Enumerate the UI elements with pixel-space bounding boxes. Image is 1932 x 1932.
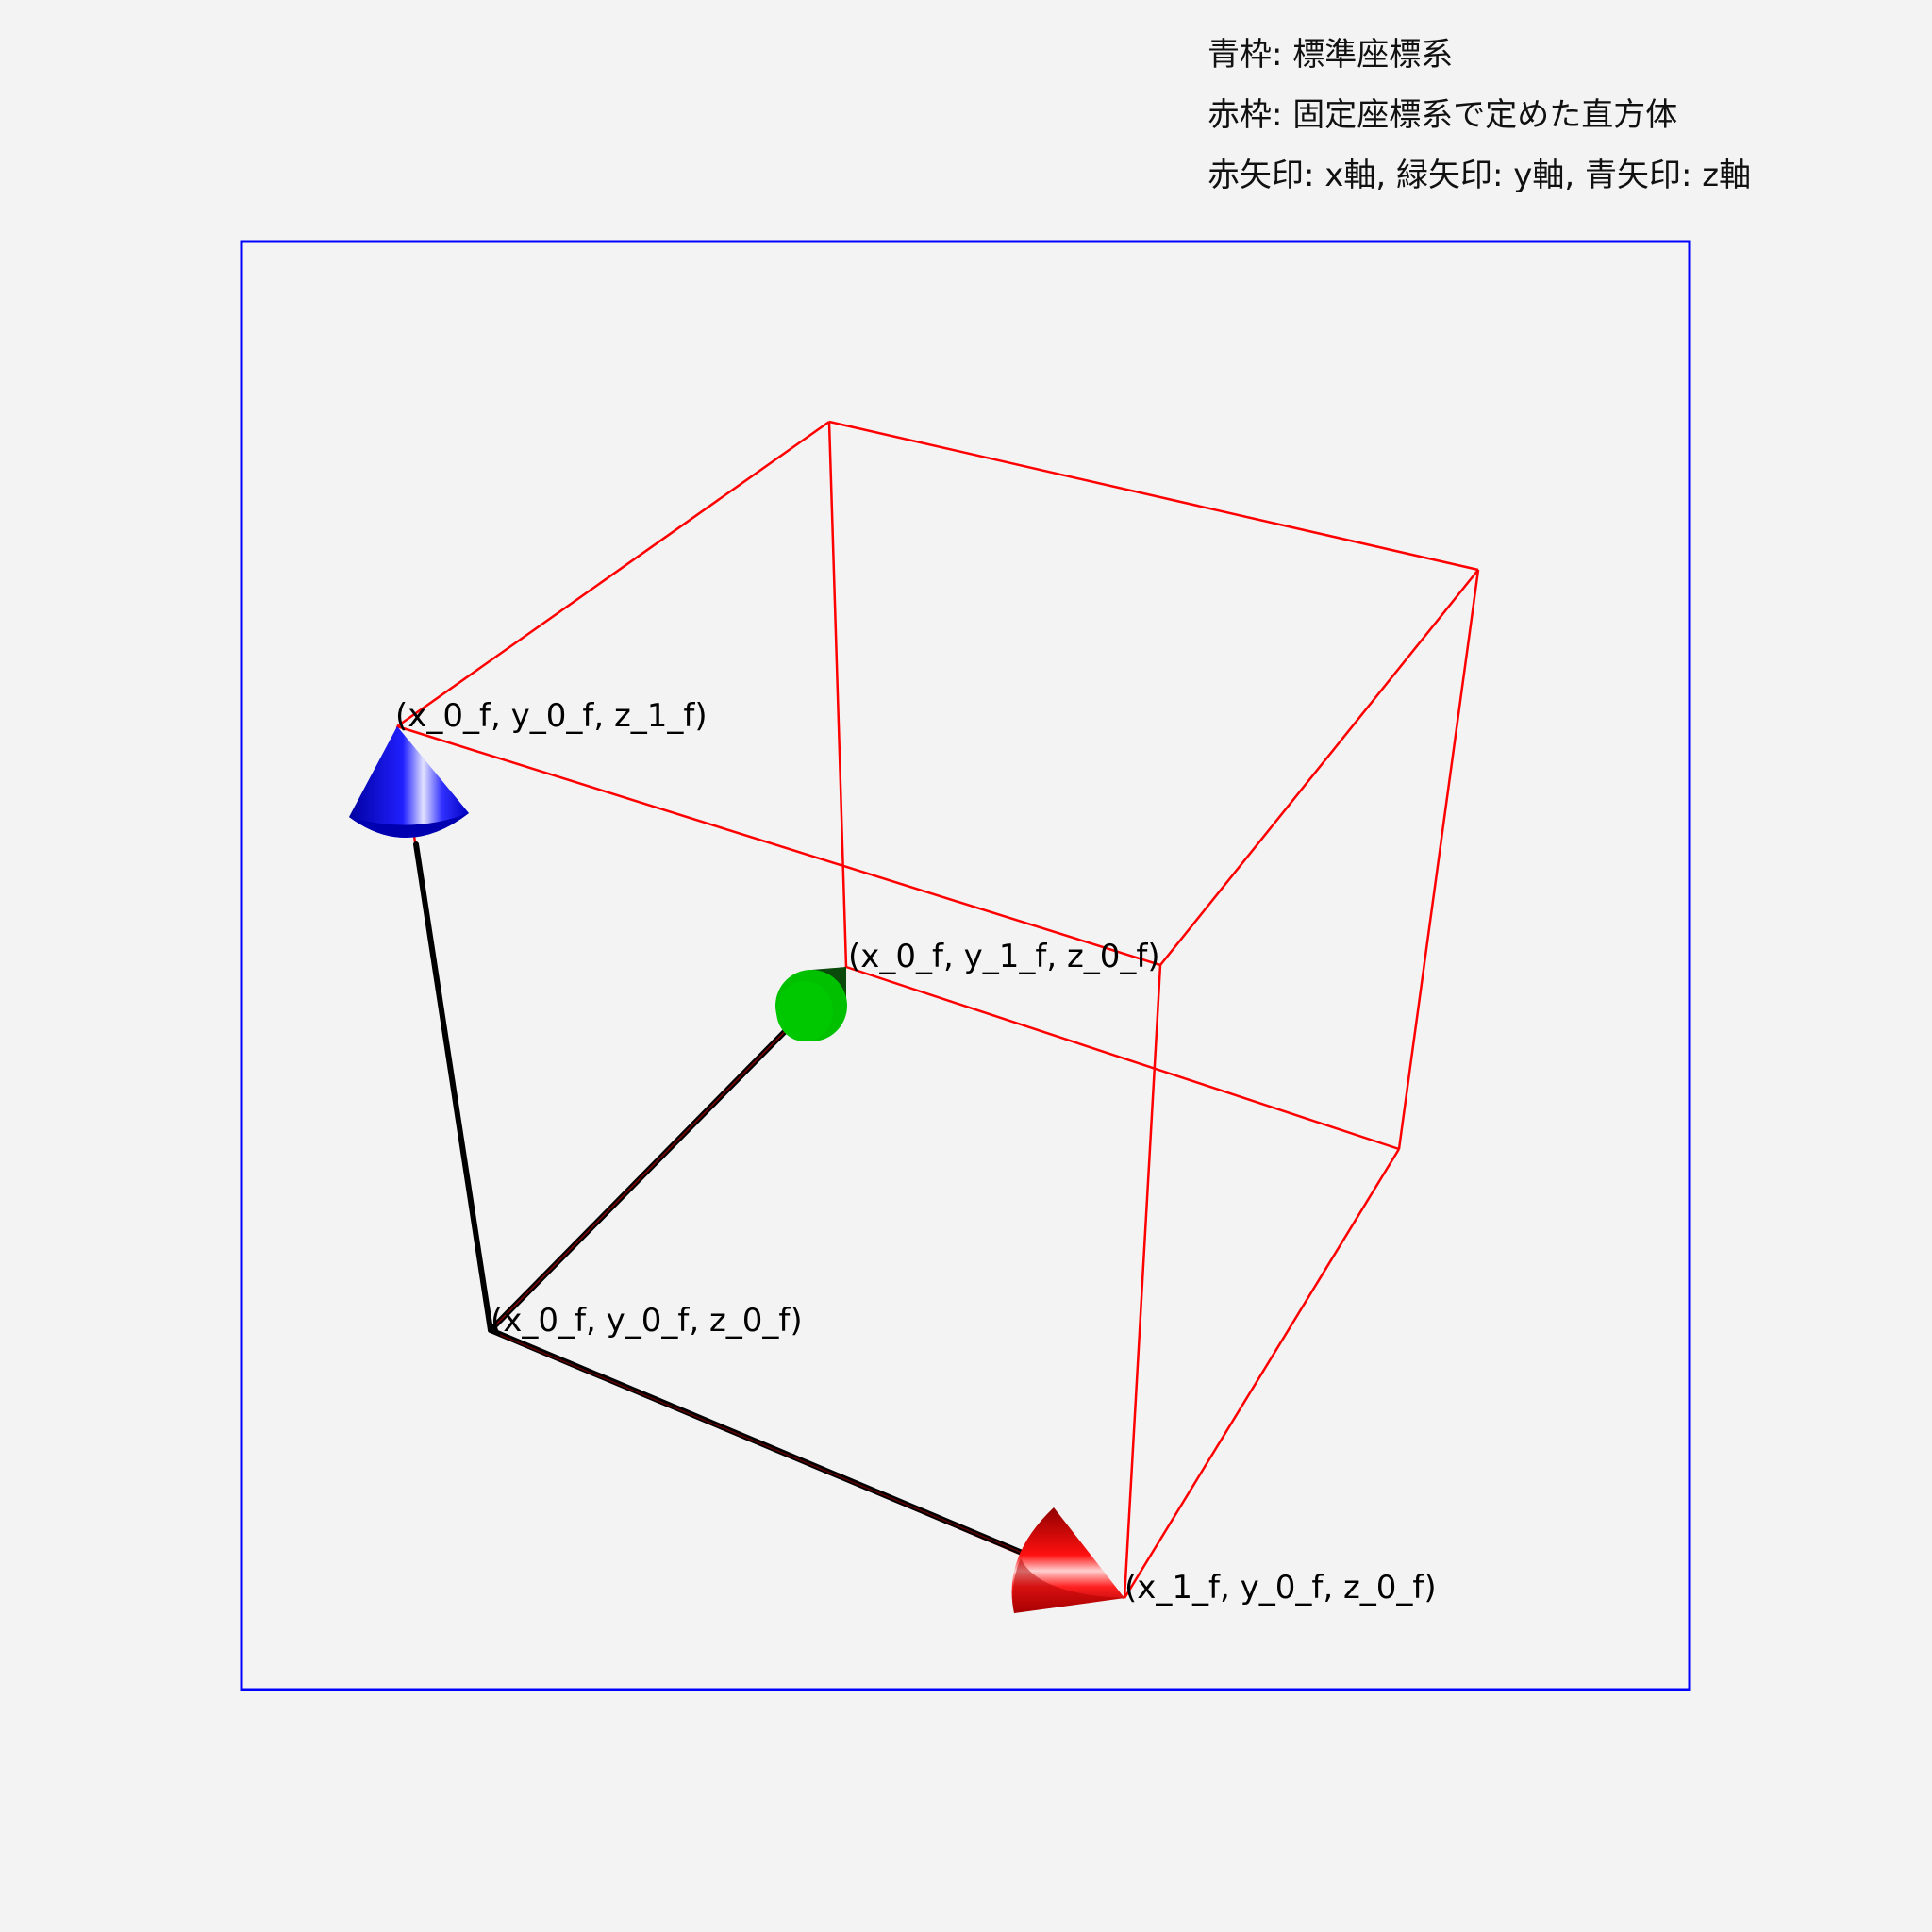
fixed-box	[395, 420, 1480, 1600]
box-edge	[827, 421, 848, 968]
box-edge	[1123, 1148, 1401, 1599]
label-y-end: (x_0_f, y_1_f, z_0_f)	[848, 938, 1160, 975]
box-edge	[1397, 569, 1480, 1150]
y-arrow-head	[775, 967, 847, 1041]
legend-blue-frame: 青枠: 標準座標系	[1208, 36, 1454, 74]
box-edge	[1123, 964, 1162, 1599]
standard-frame	[240, 240, 1691, 1691]
legend-red-frame: 赤枠: 固定座標系で定めた直方体	[1208, 96, 1678, 134]
y-axis-shaft-highlight	[493, 1007, 809, 1327]
label-origin: (x_0_f, y_0_f, z_0_f)	[491, 1302, 803, 1340]
legend-arrows: 赤矢印: x軸, 緑矢印: y軸, 青矢印: z軸	[1208, 157, 1752, 194]
legend: 青枠: 標準座標系 赤枠: 固定座標系で定めた直方体 赤矢印: x軸, 緑矢印:…	[1208, 25, 1751, 206]
z-axis-shaft	[413, 841, 493, 1333]
z-arrow-head	[349, 726, 469, 839]
box-edge	[1159, 569, 1479, 966]
box-edge	[396, 724, 1161, 967]
label-z-end: (x_0_f, y_0_f, z_1_f)	[395, 697, 708, 735]
x-axis-shaft-highlight	[499, 1334, 1039, 1560]
box-edge	[396, 420, 830, 728]
label-x-end: (x_1_f, y_0_f, z_0_f)	[1124, 1569, 1437, 1607]
box-edge	[845, 965, 1400, 1151]
box-edge	[828, 420, 1479, 572]
x-arrow-head	[1011, 1507, 1124, 1613]
